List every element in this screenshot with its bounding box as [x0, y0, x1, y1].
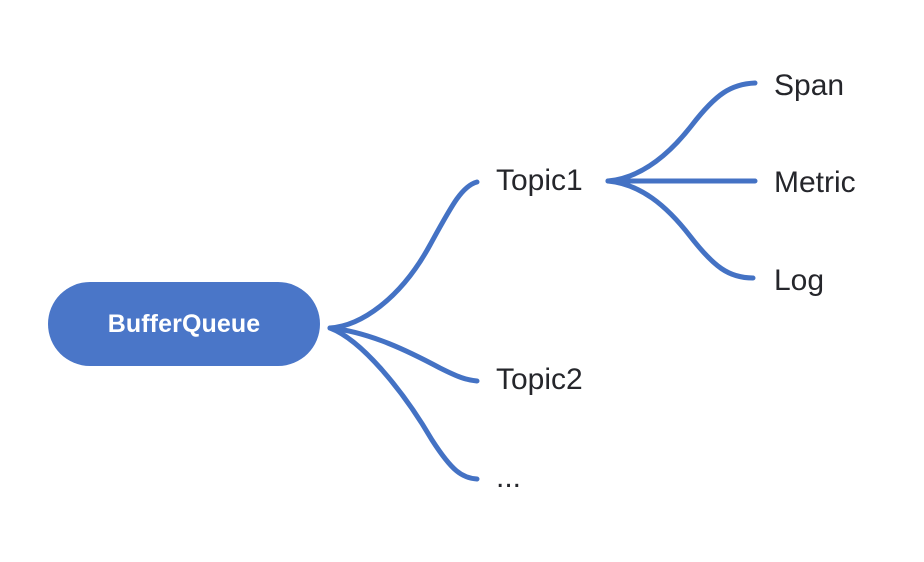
- node-metric[interactable]: Metric: [774, 166, 856, 199]
- node-log[interactable]: Log: [774, 264, 825, 297]
- node-buffer-queue[interactable]: BufferQueue: [48, 282, 320, 366]
- node-span[interactable]: Span: [774, 69, 845, 102]
- edge-root-to-topic1: [327, 179, 480, 331]
- node-buffer-queue-label: BufferQueue: [107, 309, 261, 338]
- edge-root-to-ellipsis: [327, 325, 480, 482]
- edge-root-to-topic2: [327, 325, 480, 384]
- edge-topic1-to-log: [605, 178, 756, 281]
- node-topic2[interactable]: Topic2: [496, 363, 583, 396]
- node-ellipsis: ...: [496, 461, 522, 494]
- edge-topic1-to-span: [605, 80, 758, 184]
- node-topic1[interactable]: Topic1: [496, 164, 583, 197]
